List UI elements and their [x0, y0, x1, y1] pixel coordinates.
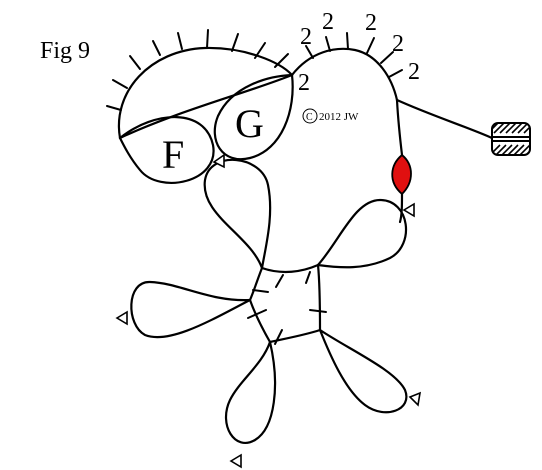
upper-left-chain-base — [118, 73, 294, 140]
picot-triangle-icon — [408, 391, 422, 407]
center-joins — [247, 271, 327, 345]
copyright-text: 2012 JW — [319, 111, 359, 123]
stitch-count: 2 — [392, 31, 404, 57]
stitch-count: 2 — [300, 24, 312, 50]
loop-lower-right — [318, 328, 408, 414]
bead-to-loop — [398, 192, 404, 224]
center-chain — [248, 263, 322, 344]
loop-bottom — [224, 340, 277, 444]
copyright-icon — [302, 108, 318, 124]
picot-markers — [115, 153, 422, 469]
loop-right — [316, 198, 408, 269]
bead-thread — [395, 98, 404, 157]
shuttle-icon — [491, 122, 531, 156]
upper-right-chain-picots — [305, 32, 403, 78]
ring-g — [213, 73, 294, 161]
ring-f-label: F — [162, 132, 184, 177]
picot-triangle-icon — [229, 453, 242, 469]
stitch-counts: 2 2 2 2 2 2 — [298, 9, 420, 96]
stitch-count: 2 — [322, 9, 334, 35]
ring-g-label: G — [235, 101, 264, 146]
stitch-count: 2 — [408, 59, 420, 85]
bead-icon — [391, 153, 412, 196]
ring-f — [118, 116, 215, 184]
upper-left-chain — [117, 46, 294, 140]
lower-motif — [130, 158, 408, 444]
upper-right-chain — [290, 47, 399, 102]
copyright: C 2012 JW — [302, 108, 359, 124]
picot-triangle-icon — [212, 153, 225, 169]
stitch-count: 2 — [365, 10, 377, 36]
stitch-count: 2 — [298, 70, 310, 96]
figure-label: Fig 9 — [40, 38, 90, 64]
picot-triangle-icon — [115, 310, 128, 326]
loop-top — [203, 158, 272, 270]
picot-triangle-icon — [402, 202, 415, 218]
shuttle-thread — [395, 98, 494, 140]
loop-left — [130, 280, 252, 339]
upper-left-chain-picots — [106, 29, 289, 111]
copyright-symbol-letter: C — [306, 112, 313, 123]
